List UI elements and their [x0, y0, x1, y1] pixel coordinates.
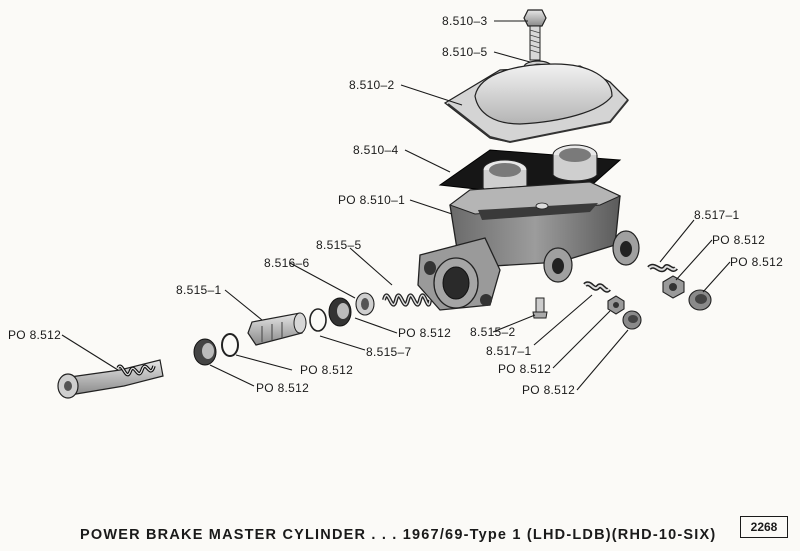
- ring-8.515-7: [309, 308, 327, 332]
- primary-piston-assembly-po-8.512: [57, 359, 164, 399]
- callout-8.515-2: 8.515–2: [470, 325, 516, 339]
- plug-po-8.512-b: [688, 289, 712, 311]
- cup-po-8.512-e: [328, 297, 352, 327]
- nut-po-8.512-c: [607, 295, 625, 315]
- callout-8.510-5: 8.510–5: [442, 45, 488, 59]
- diagram-caption: POWER BRAKE MASTER CYLINDER . . . 1967/6…: [80, 527, 716, 543]
- callout-8.510-4: 8.510–4: [353, 143, 399, 157]
- bleeder-8.515-2: [532, 297, 548, 319]
- callout-8.510-3: 8.510–3: [442, 14, 488, 28]
- callout-po-8.512-g: PO 8.512: [256, 381, 310, 395]
- page-number-box: 2268: [740, 516, 788, 538]
- callout-8.510-2: 8.510–2: [349, 78, 395, 92]
- spring-8.517-1-right: [647, 263, 678, 273]
- callout-po-8.512-c: PO 8.512: [498, 362, 552, 376]
- callout-8.515-5: 8.515–5: [316, 238, 362, 252]
- piston-8.515-1: [247, 312, 307, 346]
- callout-8.515-1: 8.515–1: [176, 283, 222, 297]
- callout-8.517-1-center: 8.517–1: [486, 344, 532, 358]
- callout-8.515-7: 8.515–7: [366, 345, 412, 359]
- callout-po-8.512-a: PO 8.512: [712, 233, 766, 247]
- callout-8.516-6: 8.516–6: [264, 256, 310, 270]
- plug-po-8.512-d: [622, 310, 642, 330]
- caption-title: POWER BRAKE MASTER CYLINDER . . .: [80, 527, 398, 543]
- caption-model: 1967/69-Type 1 (LHD-LDB)(RHD-10-SIX): [402, 527, 717, 543]
- callout-po-8.510-1: PO 8.510–1: [338, 193, 406, 207]
- callout-po-8.512-e: PO 8.512: [398, 326, 452, 340]
- bolt-8.510-3: [523, 9, 547, 61]
- callout-po-8.512-d: PO 8.512: [522, 383, 576, 397]
- callout-po-8.512-f: PO 8.512: [300, 363, 354, 377]
- leader-lines: [61, 20, 731, 391]
- callout-8.517-1-right: 8.517–1: [694, 208, 740, 222]
- nut-po-8.512-a: [662, 275, 685, 299]
- reservoir-cover-8.510-2: [443, 63, 629, 144]
- ring-po-8.512-f: [221, 333, 239, 357]
- cup-po-8.512-g: [193, 338, 217, 366]
- master-cylinder-body-8.510-1: [417, 181, 640, 311]
- callout-po-8.512-h: PO 8.512: [8, 328, 62, 342]
- seal-8.516-6: [355, 292, 375, 316]
- spring-8.517-1-center: [583, 281, 611, 293]
- spring-8.515-5: [382, 293, 432, 307]
- page-number: 2268: [750, 520, 778, 534]
- callout-po-8.512-b: PO 8.512: [730, 255, 784, 269]
